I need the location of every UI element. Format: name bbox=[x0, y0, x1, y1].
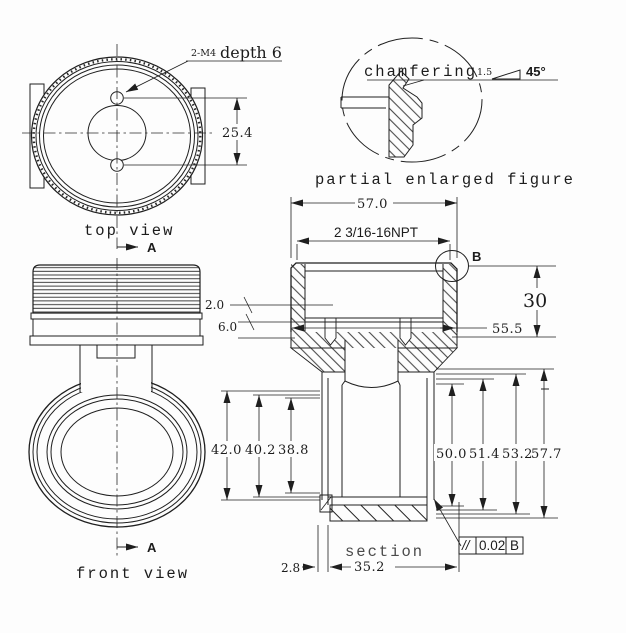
tolerance-datum: B bbox=[510, 538, 519, 553]
bore-seat-arc bbox=[344, 380, 399, 388]
left-dim-38-8: 38.8 bbox=[278, 443, 309, 458]
hole-callout-leader bbox=[125, 60, 189, 93]
chamfer-symbol-icon bbox=[491, 69, 521, 80]
dim-cap-height: 30 bbox=[523, 290, 547, 312]
detail-circle bbox=[341, 37, 483, 163]
top-view: 25.4 2-M4 depth 6 top view A bbox=[22, 43, 282, 255]
detail-section-wall bbox=[388, 70, 423, 158]
top-view-label: top view bbox=[84, 222, 174, 240]
section-view: 57.0 2 3/16-16NPT B 30 55.5 2.0 6.0 bbox=[205, 195, 562, 575]
right-web-hatch bbox=[397, 347, 459, 373]
dim-bore-label: 35.2 bbox=[354, 560, 385, 575]
detail-view-label: partial enlarged figure bbox=[315, 171, 575, 189]
flange-lip bbox=[29, 335, 204, 346]
dim-step-b-label: 6.0 bbox=[218, 320, 237, 334]
left-web-hatch bbox=[289, 347, 346, 373]
detail-view: chamfering 1.5 45° partial enlarged figu… bbox=[315, 37, 575, 189]
bottom-plate-hatch bbox=[329, 504, 428, 522]
section-marker-bottom: A bbox=[147, 540, 157, 555]
right-dim-53-2: 53.2 bbox=[502, 447, 533, 462]
dim-step-a-label: 2.0 bbox=[205, 298, 224, 312]
flange-band bbox=[32, 318, 201, 337]
parallelism-symbol-icon: // bbox=[461, 538, 471, 553]
hole-callout-depth: depth 6 bbox=[220, 43, 282, 62]
dim-overall-width: 57.0 bbox=[357, 197, 388, 212]
cap-floor-hatch bbox=[291, 332, 457, 348]
bottom-left-step bbox=[319, 494, 333, 513]
front-view: A front view bbox=[28, 258, 206, 583]
section-marker-top: A bbox=[147, 240, 157, 255]
left-dim-40-2: 40.2 bbox=[245, 443, 276, 458]
cap-outer-outline bbox=[290, 262, 458, 332]
right-dim-57-7: 57.7 bbox=[531, 447, 562, 462]
dim-inner-width: 55.5 bbox=[492, 322, 523, 337]
right-dim-51-4: 51.4 bbox=[469, 447, 500, 462]
thread-spec: 2 3/16-16NPT bbox=[334, 225, 418, 240]
right-dim-50: 50.0 bbox=[436, 447, 467, 462]
tolerance-value: 0.02 bbox=[479, 538, 505, 553]
tolerance-leader bbox=[433, 498, 462, 547]
chamfer-angle: 45° bbox=[526, 64, 546, 79]
tolerance-frame bbox=[458, 536, 524, 555]
section-view-label: section bbox=[345, 543, 424, 561]
front-view-label: front view bbox=[76, 565, 189, 583]
top-view-ring-3 bbox=[39, 64, 195, 208]
cap-step-band bbox=[30, 312, 203, 320]
dim-hole-spacing: 25.4 bbox=[222, 126, 253, 141]
knurled-cap bbox=[32, 264, 201, 314]
knurl-serration-ring bbox=[32, 57, 202, 215]
neck-tab bbox=[96, 345, 136, 359]
chamfer-size: 1.5 bbox=[477, 67, 492, 78]
chamfer-leader bbox=[402, 79, 425, 87]
hole-callout-qty: 2-M4 bbox=[191, 48, 216, 59]
left-dim-42: 42.0 bbox=[211, 443, 242, 458]
chamfer-callout: chamfering bbox=[364, 63, 477, 81]
detail-ref-label: B bbox=[472, 249, 481, 264]
dim-lip-label: 2.8 bbox=[281, 561, 300, 575]
